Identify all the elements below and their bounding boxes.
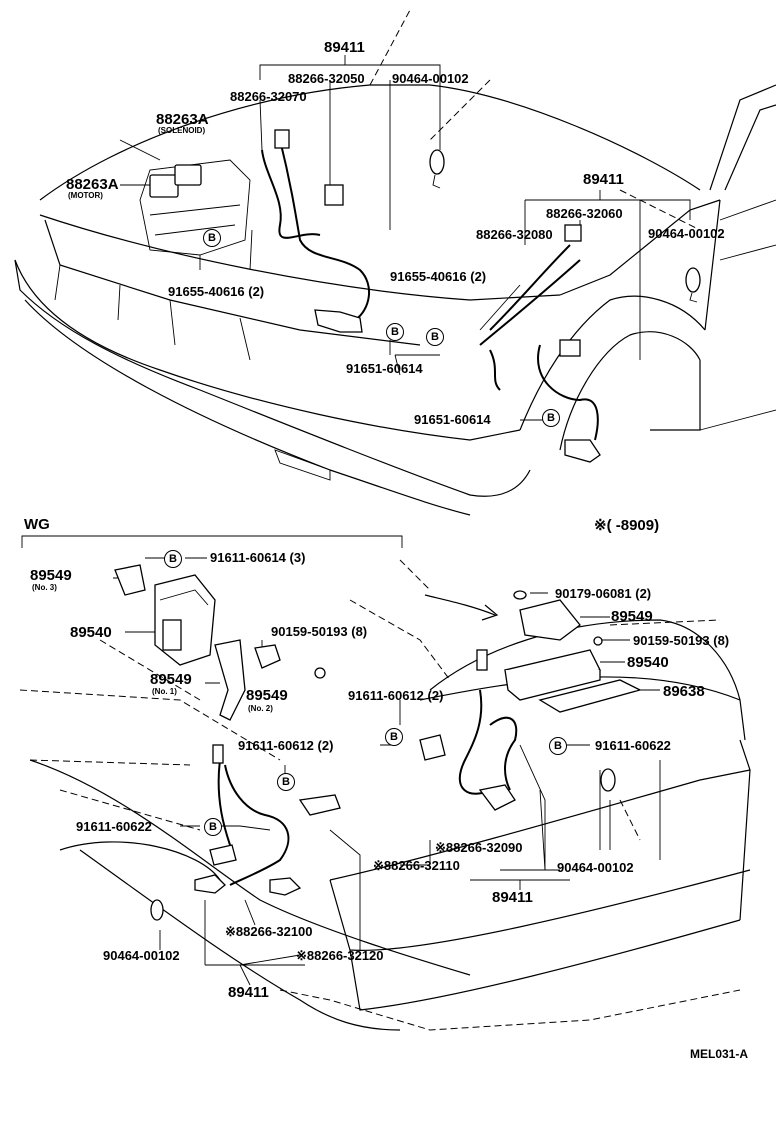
diagram-code: MEL031-A xyxy=(690,1047,749,1061)
label-88266-32050: 88266-32050 xyxy=(288,71,365,86)
bolt-mark: B xyxy=(549,737,567,755)
label-91611-60622-left: 91611-60622 xyxy=(76,819,152,834)
label-88266-32100: ※88266-32100 xyxy=(225,924,313,939)
label-89549-no1: 89549 xyxy=(150,671,192,688)
bolt-mark: B xyxy=(542,409,560,427)
label-91655-40616-left: 91655-40616 (2) xyxy=(168,284,265,299)
lower-leader-lines xyxy=(113,557,660,986)
label-motor: (MOTOR) xyxy=(68,191,103,200)
label-89540-left: 89540 xyxy=(70,624,112,641)
bolt-mark: B xyxy=(386,323,404,341)
label-90159-50193-left: 90159-50193 (8) xyxy=(271,624,368,639)
label-91611-60612-a: 91611-60612 (2) xyxy=(348,688,444,703)
label-88263a-solenoid: 88263A xyxy=(156,111,209,128)
label-91651-60614-right: 91651-60614 xyxy=(414,412,491,427)
bolt-mark: B xyxy=(277,773,295,791)
label-91611-60622-right: 91611-60622 xyxy=(595,738,671,753)
label-90464-00102-mid: 90464-00102 xyxy=(557,860,634,875)
label-90464-00102-right: 90464-00102 xyxy=(648,226,725,241)
label-90179-06081: 90179-06081 (2) xyxy=(555,586,652,601)
label-88263a-motor: 88263A xyxy=(66,176,119,193)
label-89549-right: 89549 xyxy=(611,608,653,625)
bolt-mark: B xyxy=(164,550,182,568)
label-wg: WG xyxy=(24,516,50,533)
label-88266-32070: 88266-32070 xyxy=(230,89,307,104)
label-no2: (No. 2) xyxy=(248,704,273,713)
label-91651-60614-mid: 91651-60614 xyxy=(346,361,423,376)
label-91655-40616-mid: 91655-40616 (2) xyxy=(390,269,487,284)
bolt-mark: B xyxy=(385,728,403,746)
bolt-mark: B xyxy=(204,818,222,836)
upper-leader-lines xyxy=(119,55,691,421)
label-88266-32120: ※88266-32120 xyxy=(296,948,384,963)
label-no3: (No. 3) xyxy=(32,583,57,592)
upper-parts xyxy=(149,129,701,463)
label-no1: (No. 1) xyxy=(152,687,177,696)
label-90159-50193-right: 90159-50193 (8) xyxy=(633,633,730,648)
label-89411-right: 89411 xyxy=(583,171,624,188)
label-solenoid: (SOLENOID) xyxy=(158,126,206,135)
label-89540-right: 89540 xyxy=(627,654,669,671)
upper-car-outline xyxy=(14,9,776,516)
label-91611-60614: 91611-60614 (3) xyxy=(210,550,306,565)
label-90464-00102-left: 90464-00102 xyxy=(103,948,180,963)
bolt-mark: B xyxy=(203,229,221,247)
label-89411-mid: 89411 xyxy=(492,889,533,906)
label-90464-00102-top: 90464-00102 xyxy=(392,71,469,86)
label-88266-32080: 88266-32080 xyxy=(476,227,553,242)
label-88266-32110: ※88266-32110 xyxy=(373,858,460,873)
label-88266-32060: 88266-32060 xyxy=(546,206,623,221)
label-89549-no2: 89549 xyxy=(246,687,288,704)
label-89638: 89638 xyxy=(663,683,705,700)
label-91611-60612-b: 91611-60612 (2) xyxy=(238,738,334,753)
lower-section-outline xyxy=(19,535,751,1031)
label-note-8909: ※( -8909) xyxy=(594,517,660,534)
label-89549-no3: 89549 xyxy=(30,567,72,584)
bolt-mark: B xyxy=(426,328,444,346)
label-89411-bottom: 89411 xyxy=(228,984,269,1001)
lower-parts xyxy=(114,564,642,921)
label-88266-32090: ※88266-32090 xyxy=(435,840,523,855)
label-89411-top: 89411 xyxy=(324,39,365,56)
